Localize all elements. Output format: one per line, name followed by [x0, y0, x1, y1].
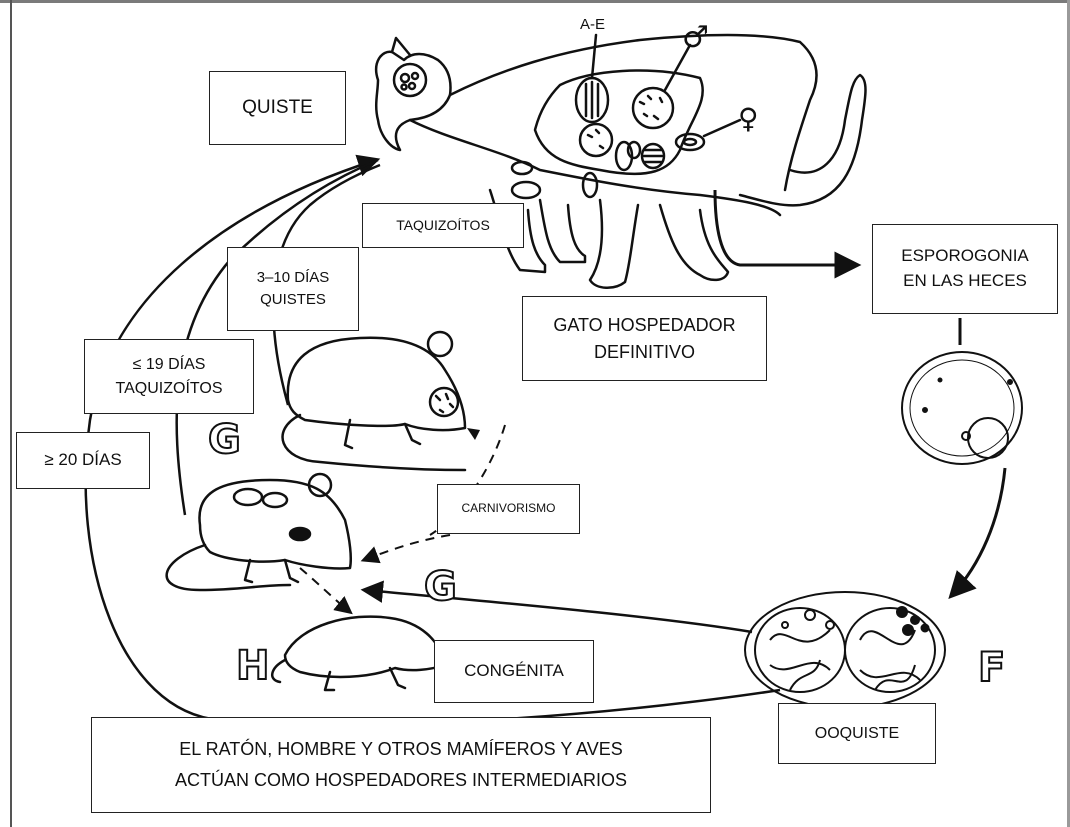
letter-f: F [978, 648, 1005, 688]
label-quiste: QUISTE [209, 71, 346, 145]
label-19-dias-taquizoitos: ≤ 19 DÍAS TAQUIZOÍTOS [84, 339, 254, 414]
label-gato-hospedador: GATO HOSPEDADOR DEFINITIVO [522, 296, 767, 381]
label-20-dias: ≥ 20 DÍAS [16, 432, 150, 489]
female-symbol: ♀ [738, 102, 759, 135]
letter-h: H [236, 646, 269, 686]
mouse-upper [283, 332, 465, 470]
mouse-middle [167, 474, 351, 590]
label-taquizoitos: TAQUIZOÍTOS [362, 203, 524, 248]
oocyst-unsporulated [902, 352, 1022, 464]
male-symbol: ♂ [682, 20, 709, 55]
label-a-e: A-E [580, 16, 605, 33]
label-carnivorismo: CARNIVORISMO [437, 484, 580, 534]
label-congenita: CONGÉNITA [434, 640, 594, 703]
letter-g-upper: G [208, 420, 241, 460]
mouse-newborn [272, 617, 445, 690]
label-hospedadores-intermediarios: EL RATÓN, HOMBRE Y OTROS MAMÍFEROS Y AVE… [91, 717, 711, 813]
label-ooquiste: OOQUISTE [778, 703, 936, 764]
cat-illustration [376, 35, 865, 288]
label-esporogonia: ESPOROGONIA EN LAS HECES [872, 224, 1058, 314]
letter-g-lower: G [424, 567, 457, 607]
label-3-10-dias-quistes: 3–10 DÍAS QUISTES [227, 247, 359, 331]
